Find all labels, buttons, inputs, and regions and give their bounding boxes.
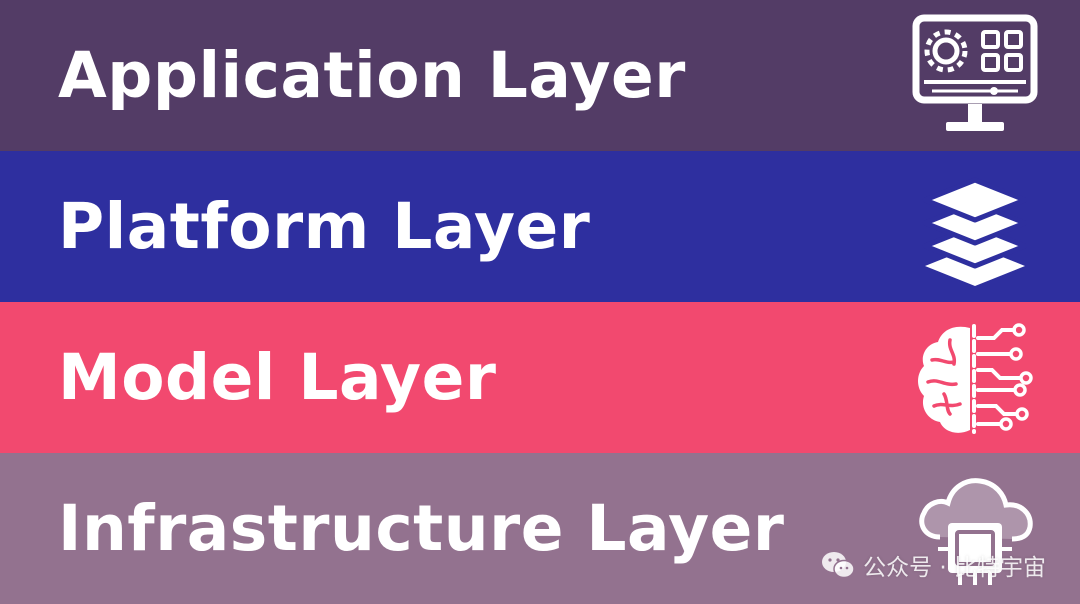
brain-circuit-icon (910, 314, 1040, 441)
monitor-settings-icon (910, 12, 1040, 139)
model-layer-label: Model Layer (58, 341, 497, 414)
layers-stack-icon (910, 163, 1040, 290)
watermark: 公众号 · 比特宇宙 (821, 548, 1046, 582)
watermark-text: 公众号 · 比特宇宙 (863, 555, 1046, 581)
infrastructure-layer-band: Infrastructure Layer (0, 453, 1080, 604)
infrastructure-layer-label: Infrastructure Layer (58, 492, 785, 565)
application-layer-band: Application Layer (0, 0, 1080, 151)
cloud-chip-icon (910, 465, 1040, 592)
wechat-icon (821, 550, 855, 580)
platform-layer-label: Platform Layer (58, 190, 591, 263)
platform-layer-band: Platform Layer (0, 151, 1080, 302)
application-layer-label: Application Layer (58, 39, 686, 112)
model-layer-band: Model Layer (0, 302, 1080, 453)
